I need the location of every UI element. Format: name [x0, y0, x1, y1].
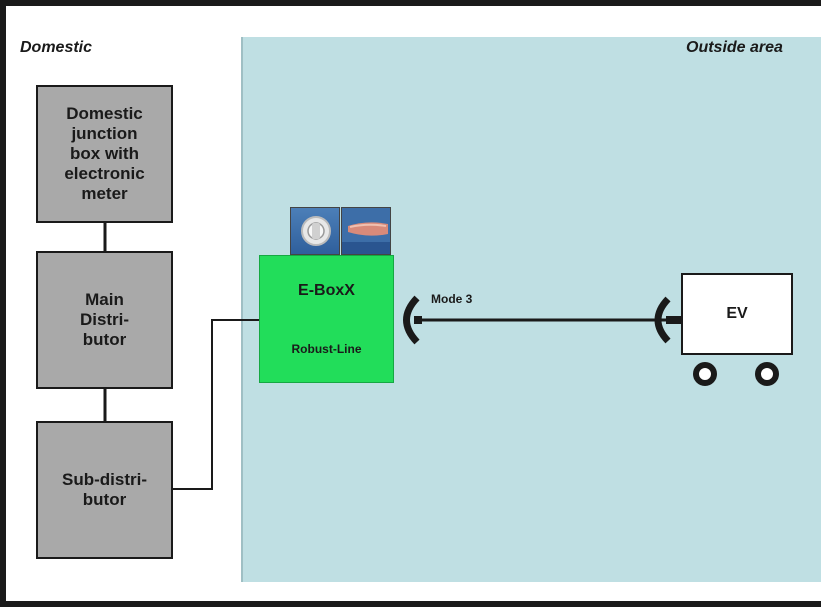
charging-plug-icon [654, 296, 682, 344]
outside-area-label: Outside area [686, 39, 783, 56]
mode3-label: Mode 3 [431, 292, 473, 306]
ev-label: EV [726, 305, 748, 322]
socket-photo [290, 207, 340, 255]
eboxx-charging-station: E-BoxX Robust-Line [259, 255, 394, 383]
eboxx-title: E-BoxX [298, 282, 355, 299]
domestic-junction-box: Domestic junction box with electronic me… [36, 85, 173, 223]
power-socket-icon [403, 295, 422, 345]
sub-to-eboxx-line [173, 319, 259, 490]
electric-vehicle-box: EV [681, 273, 793, 355]
domestic-area-label: Domestic [20, 39, 93, 56]
wheel-icon [693, 362, 717, 386]
plug-photo [341, 207, 391, 255]
eboxx-subtitle: Robust-Line [291, 342, 362, 356]
main-distributor-box: Main Distri- butor [36, 251, 173, 389]
wheel-icon [755, 362, 779, 386]
sub-distributor-box: Sub-distri- butor [36, 421, 173, 559]
